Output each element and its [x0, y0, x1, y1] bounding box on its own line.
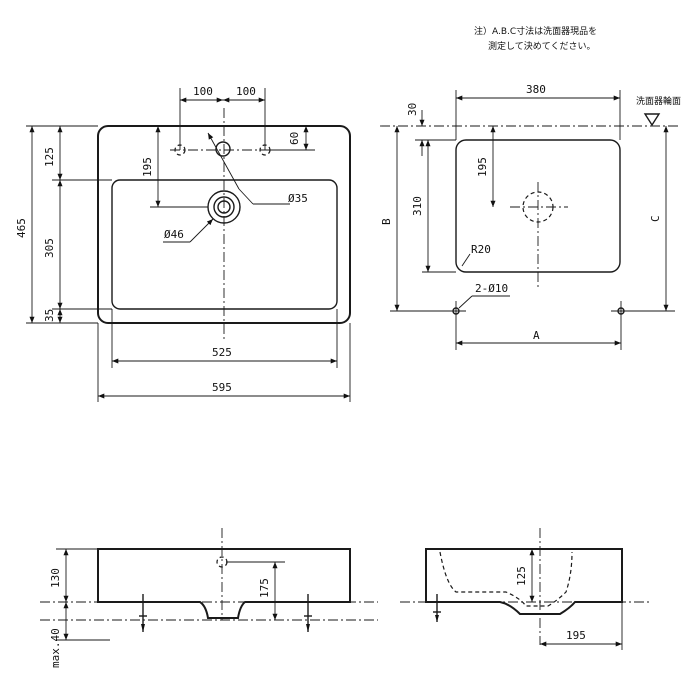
dim-195-top: 195	[141, 157, 154, 177]
front-basin-body	[97, 548, 351, 619]
dim-125: 125	[43, 147, 56, 167]
dim-195-install: 195	[476, 157, 489, 177]
dim-C: C	[649, 215, 662, 222]
dim-380: 380	[526, 83, 546, 96]
dim-130: 130	[49, 568, 62, 588]
dim-595: 595	[212, 381, 232, 394]
dim-max40: max.40	[49, 628, 62, 668]
floor-label: 洗面器輪面	[636, 95, 681, 107]
dim-2phi10: 2-Ø10	[475, 282, 508, 295]
faucet-hole	[215, 141, 231, 157]
dim-30: 30	[406, 103, 419, 116]
dim-R20: R20	[471, 243, 491, 256]
dim-phi35: Ø35	[288, 192, 308, 205]
screw-hole-left	[452, 307, 460, 315]
note-line-2: 測定して決めてください。	[488, 40, 595, 52]
side-inner-bowl	[439, 551, 573, 607]
dim-310: 310	[411, 196, 424, 216]
dim-B: B	[380, 218, 393, 225]
top-view: 100 100 60 195 Ø35 Ø46 465 125 305 35	[15, 85, 351, 402]
note: 注）A.B.C寸法は洗面器現品を 測定して決めてください。	[474, 25, 597, 52]
side-view: 125 195	[400, 528, 650, 650]
note-line-1: 注）A.B.C寸法は洗面器現品を	[474, 25, 597, 37]
dim-175: 175	[258, 578, 271, 598]
dim-35: 35	[43, 309, 56, 322]
basin-inner-bowl	[111, 179, 338, 310]
screw-hole-right	[617, 307, 625, 315]
dim-100-right: 100	[236, 85, 256, 98]
dim-100-left: 100	[193, 85, 213, 98]
dim-465: 465	[15, 218, 28, 238]
dim-phi46: Ø46	[164, 228, 184, 241]
dim-A: A	[533, 329, 540, 342]
dim-60: 60	[288, 132, 301, 145]
dim-525: 525	[212, 346, 232, 359]
dim-305: 305	[43, 238, 56, 258]
install-view: 洗面器輪面 380 30 195 310 B C	[380, 83, 681, 350]
dim-125-side: 125	[515, 566, 528, 586]
floor-level-marker	[643, 113, 661, 127]
front-view: 130 175 max.40	[40, 528, 378, 668]
side-basin-body	[425, 548, 623, 615]
dim-195-side: 195	[566, 629, 586, 642]
